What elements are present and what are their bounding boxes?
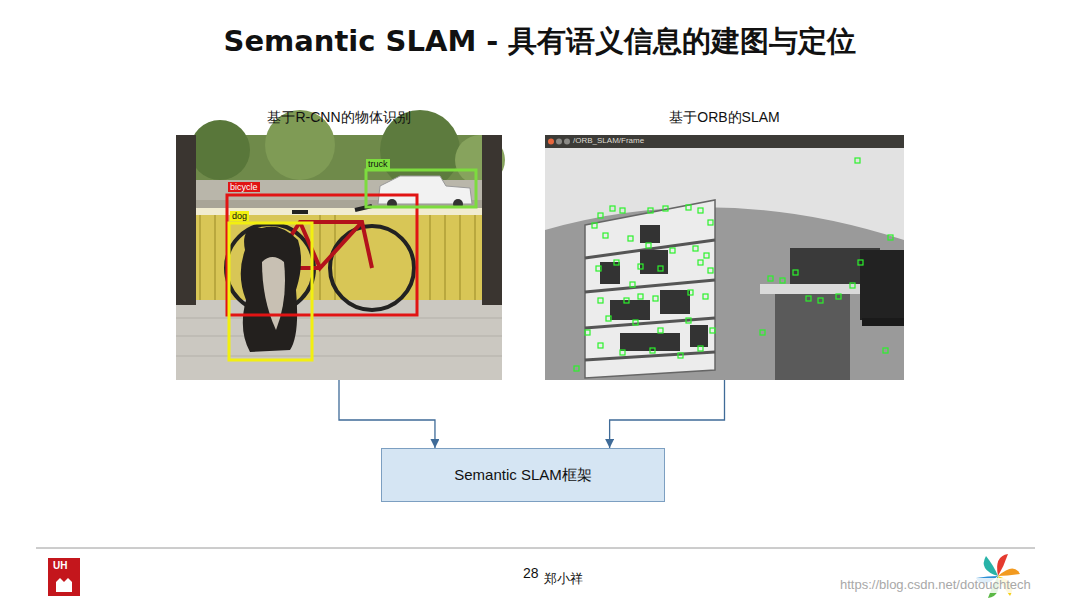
footer-rule xyxy=(36,548,1035,549)
university-logo xyxy=(48,558,80,596)
panel-heading: 基于R-CNN的物体识别 xyxy=(176,108,502,126)
slide-title: Semantic SLAM - 具有语义信息的建图与定位 xyxy=(0,22,1080,62)
watermark: https://blog.csdn.net/dotouchtech xyxy=(838,578,1033,593)
flow-arrow xyxy=(610,380,725,448)
window-title: /ORB_SLAM/Frame xyxy=(573,136,644,145)
image-panel: 基于R-CNN的物体识别 xyxy=(176,108,502,380)
image-panel: 基于ORB的SLAM xyxy=(545,108,904,380)
author-name: 郑小祥 xyxy=(544,572,583,587)
panel-heading: 基于ORB的SLAM xyxy=(545,108,904,126)
page-number: 28 xyxy=(523,565,539,581)
flow-arrow xyxy=(339,380,435,448)
detection-photo xyxy=(176,110,505,380)
process-box: Semantic SLAM框架 xyxy=(381,448,665,502)
logo-text: UH xyxy=(53,560,67,572)
box-label: Semantic SLAM框架 xyxy=(454,465,592,485)
orb-slam-frame xyxy=(545,135,904,380)
detection-label: dog xyxy=(230,211,249,221)
detection-label: truck xyxy=(366,159,390,169)
detection-label: bicycle xyxy=(228,182,260,192)
